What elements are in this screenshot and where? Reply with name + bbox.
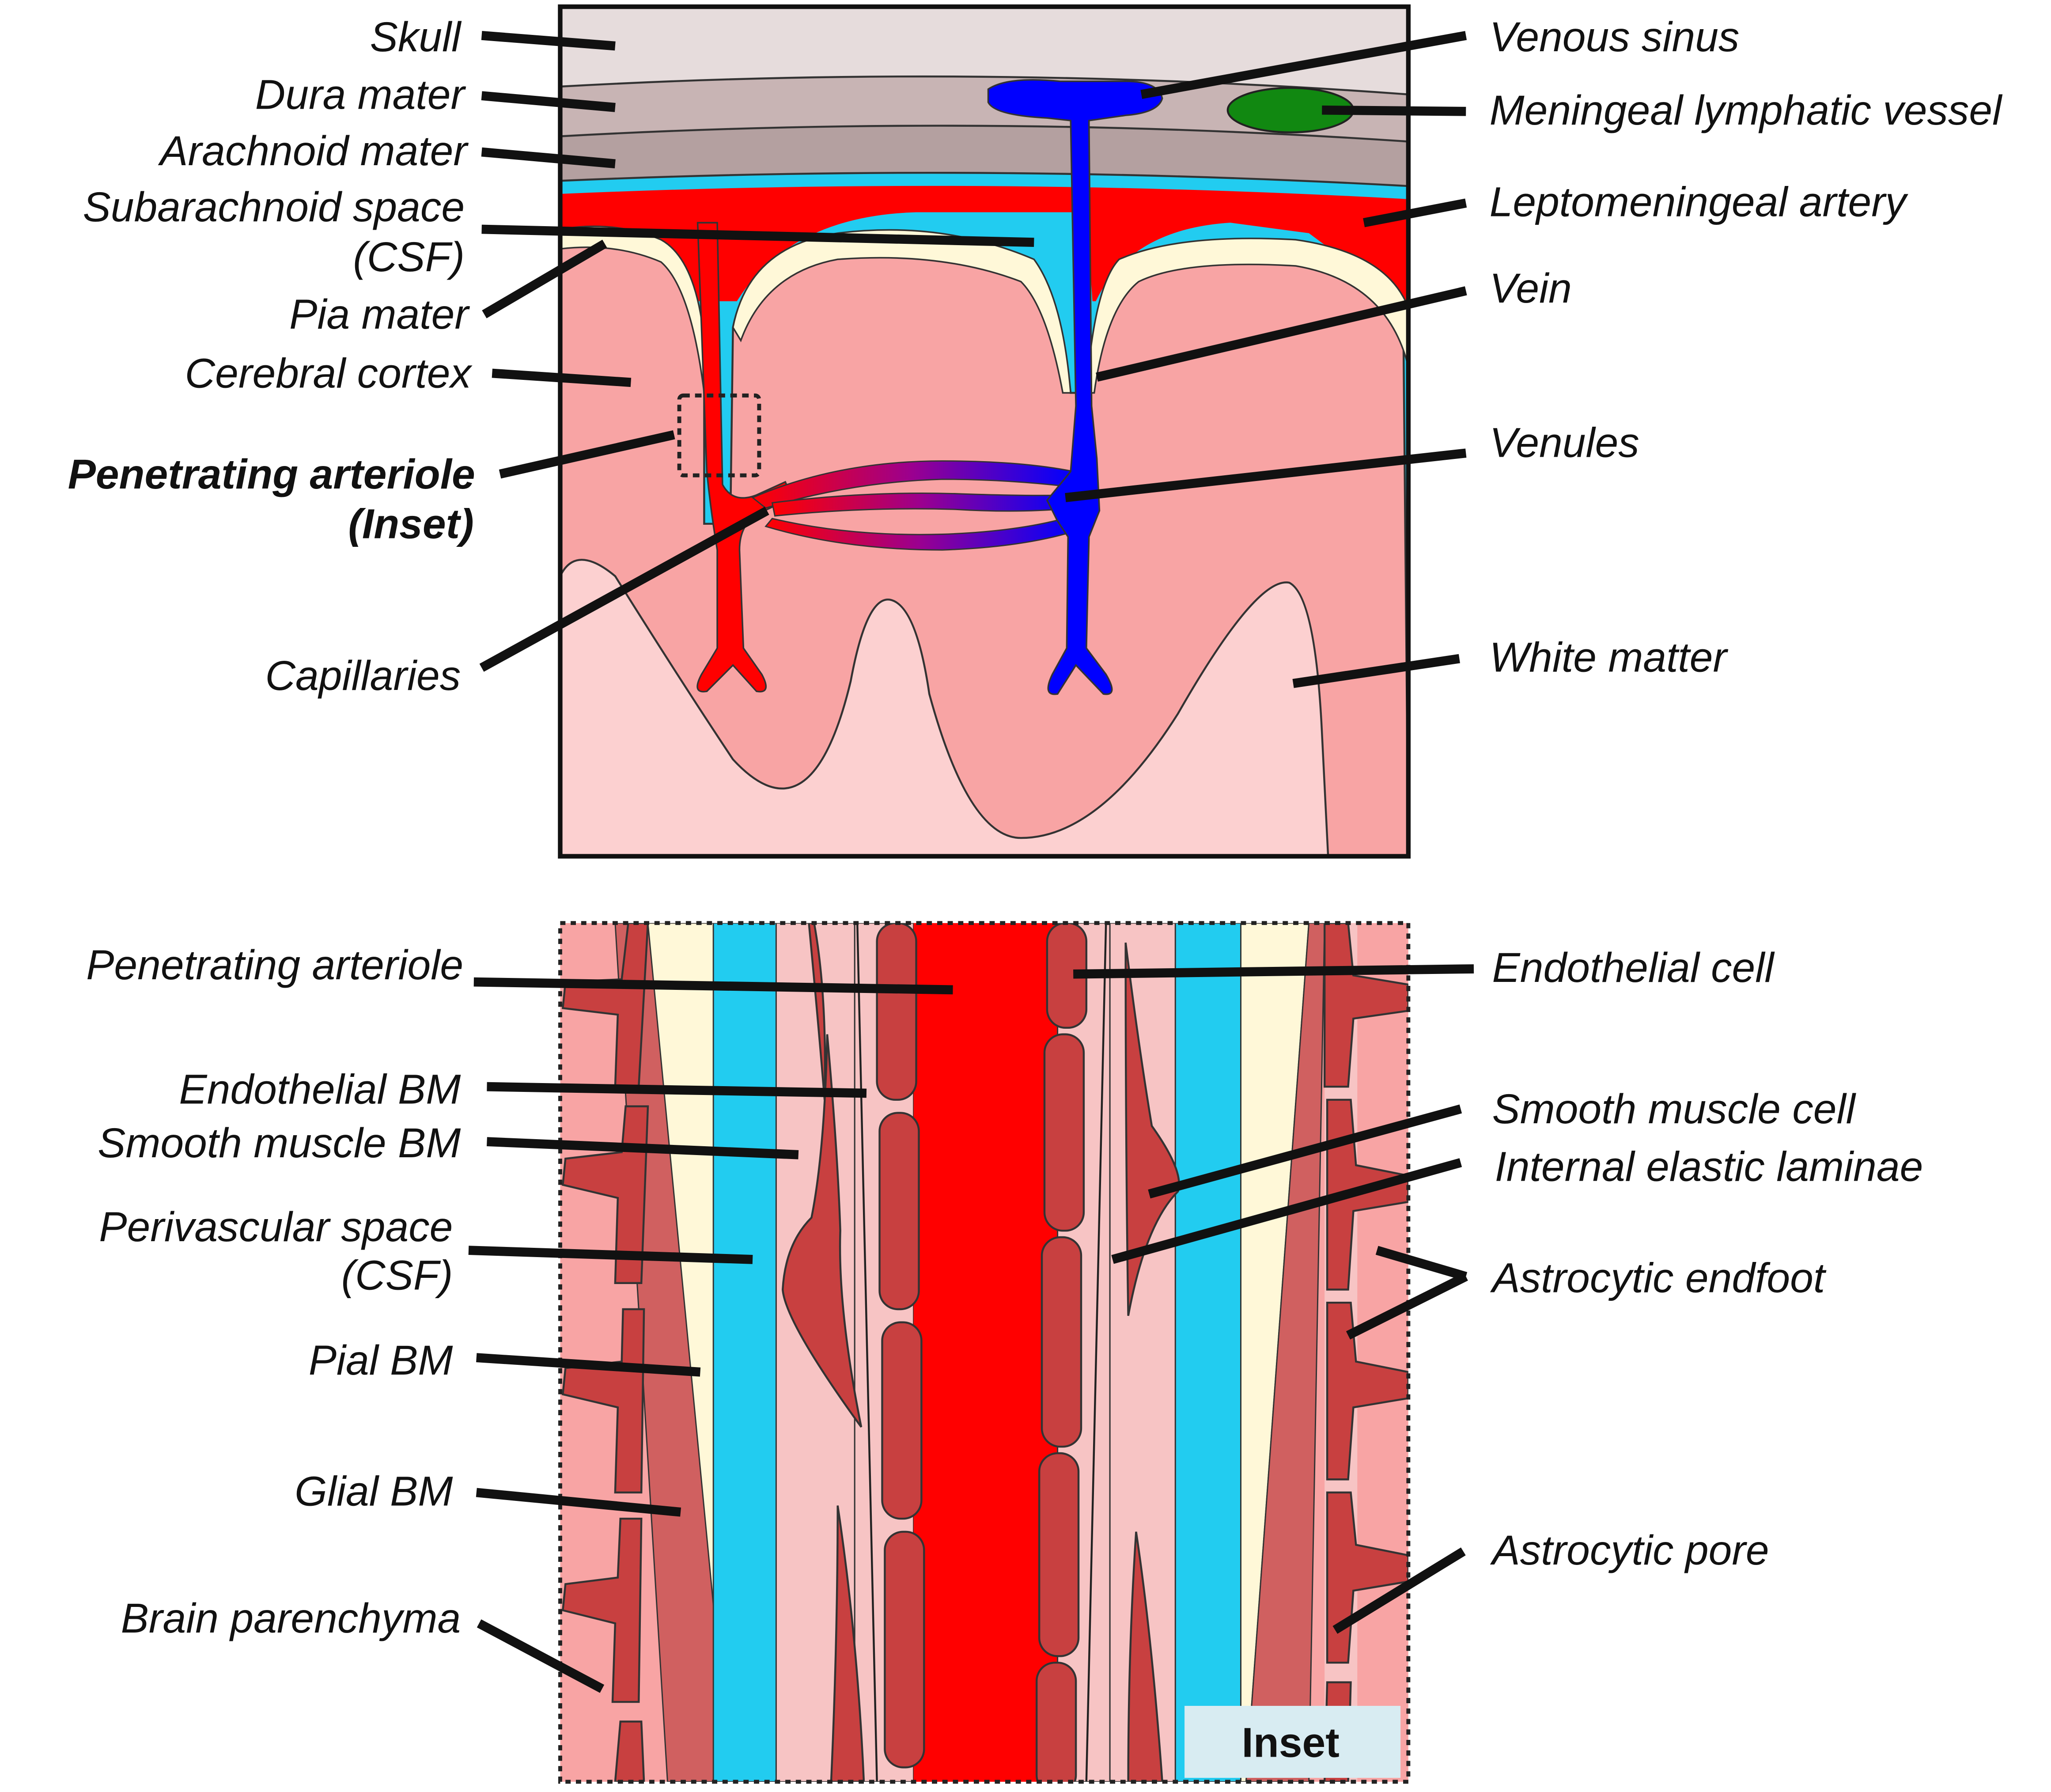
inset-tag-box [1184, 1705, 1401, 1778]
endothelial-cells-right [1035, 923, 1088, 1782]
label-brain-parenchyma: Brain parenchyma [121, 1595, 461, 1642]
label-astrocytic-endfoot: Astrocytic endfoot [1490, 1254, 1827, 1301]
label-arachnoid-mater: Arachnoid mater [158, 128, 469, 174]
top-panel-frame [558, 4, 1411, 859]
label-venules: Venules [1490, 420, 1639, 466]
inset-marker-box [677, 393, 761, 477]
label-perivascular-space: Perivascular space [99, 1204, 453, 1250]
bottom-panel-frame [558, 921, 1411, 1784]
smooth-muscle-cells-left [782, 923, 865, 1782]
label-capillaries: Capillaries [265, 652, 461, 699]
top-panel [560, 7, 1408, 856]
label-subarachnoid-csf: (CSF) [353, 234, 465, 280]
perivascular-space-right [1174, 923, 1241, 1782]
label-endothelial-cell: Endothelial cell [1492, 944, 1775, 991]
glial-band-right [1245, 923, 1325, 1782]
label-endothelial-bm: Endothelial BM [179, 1066, 461, 1113]
label-perivascular-csf: (CSF) [341, 1252, 453, 1299]
label-smooth-muscle-cell: Smooth muscle cell [1492, 1086, 1857, 1133]
label-pia-mater: Pia mater [289, 291, 470, 338]
label-glial-bm: Glial BM [295, 1468, 453, 1515]
bottom-left-labels: Penetrating arteriole Endothelial BM Smo… [86, 942, 953, 1693]
label-pial-bm: Pial BM [309, 1337, 453, 1384]
label-internal-elastic-laminae: Internal elastic laminae [1495, 1144, 1923, 1190]
label-cerebral-cortex: Cerebral cortex [185, 350, 473, 397]
label-venous-sinus: Venous sinus [1490, 14, 1740, 61]
label-meningeal-lymphatic-vessel: Meningeal lymphatic vessel [1490, 87, 2003, 134]
elastic-lamina-right [1085, 923, 1107, 1782]
label-penetrating-inset: (Inset) [348, 500, 474, 547]
label-astrocytic-pore: Astrocytic pore [1490, 1527, 1769, 1574]
label-dura-mater: Dura mater [255, 71, 466, 118]
bottom-panel: Inset [560, 923, 1408, 1782]
pia-mater-right [1085, 237, 1408, 394]
label-subarachnoid-space: Subarachnoid space [83, 184, 465, 231]
endothelial-cells-left [876, 923, 925, 1769]
label-skull: Skull [370, 14, 462, 61]
bottom-right-labels: Endothelial cell Smooth muscle cell Inte… [1073, 944, 1923, 1634]
pial-layer-left [647, 923, 731, 1782]
top-left-labels: Skull Dura mater Arachnoid mater Subarac… [68, 14, 1034, 699]
perivascular-space-left [712, 923, 777, 1782]
vein [987, 79, 1163, 695]
label-penetrating-arteriole-inset: Penetrating arteriole [86, 942, 463, 989]
penetrating-arteriole-top [696, 222, 793, 693]
smooth-muscle-cells-right [1124, 942, 1180, 1782]
label-white-matter: White matter [1490, 634, 1729, 681]
label-penetrating-arteriole: Penetrating arteriole [68, 451, 475, 498]
inset-tag: Inset [1241, 1720, 1339, 1766]
label-leptomeningeal-artery: Leptomeningeal artery [1490, 178, 1909, 225]
top-right-labels: Venous sinus Meningeal lymphatic vessel … [1065, 14, 2003, 688]
label-vein: Vein [1490, 265, 1572, 312]
pial-layer-right [1240, 923, 1310, 1782]
elastic-lamina-left [856, 923, 878, 1782]
arteriole-lumen [913, 923, 1058, 1782]
label-smooth-muscle-bm: Smooth muscle BM [98, 1120, 461, 1167]
white-matter [560, 559, 1329, 856]
